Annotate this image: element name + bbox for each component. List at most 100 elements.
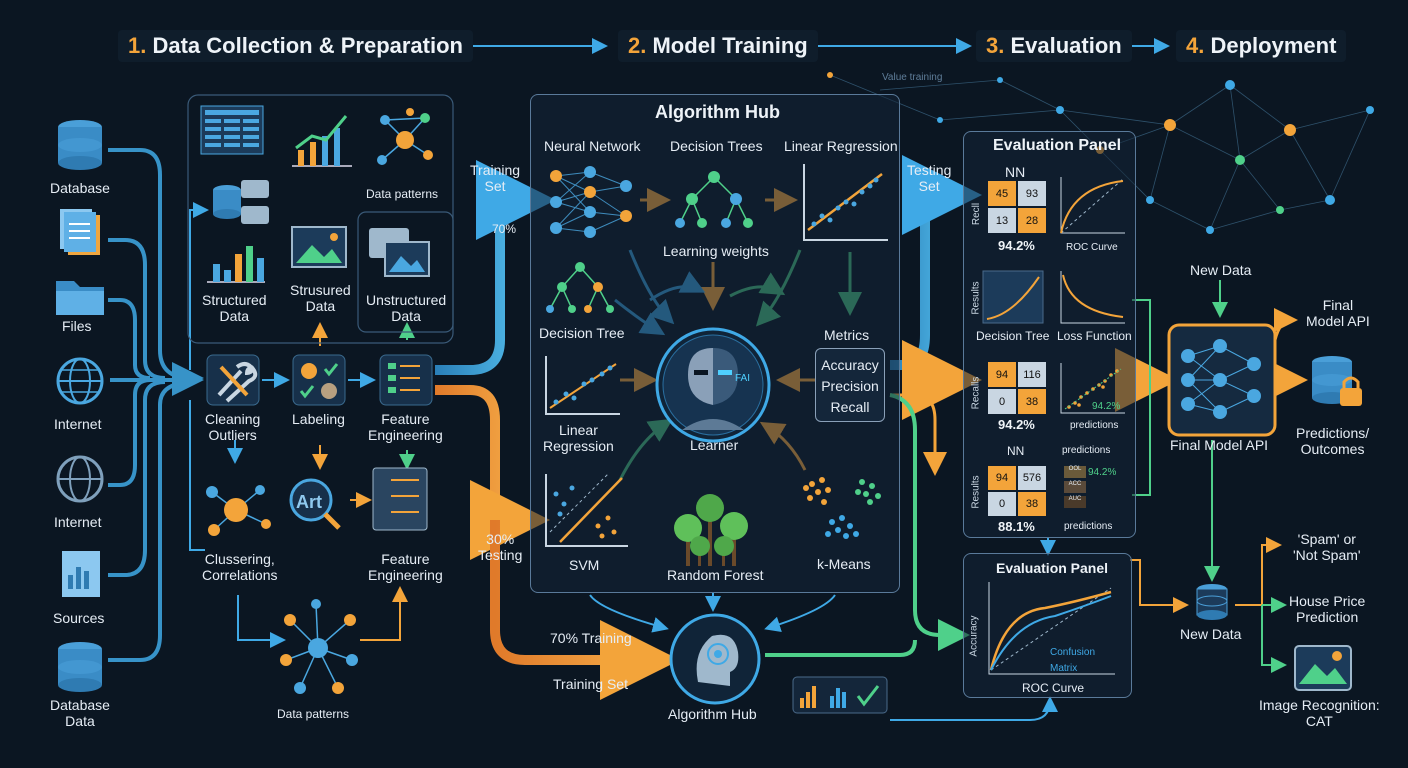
random-forest-icon — [674, 494, 748, 566]
stage-label: Model Training — [652, 33, 808, 58]
stage-number: 4. — [1186, 33, 1205, 58]
matrix-cell: 38 — [1018, 389, 1046, 414]
stage-1-header: 1. Data Collection & Preparation — [118, 30, 473, 62]
linear-regression-top-label: Linear Regression — [784, 138, 898, 154]
decision-trees-label: Decision Trees — [670, 138, 763, 154]
decision-tree-label: Decision Tree — [539, 325, 625, 341]
check-icon — [856, 685, 880, 707]
mini-metric: OOL — [1064, 466, 1086, 478]
metrics-box: Accuracy Precision Recall — [815, 348, 885, 422]
roc-curve-2-label: ROC Curve — [1022, 681, 1085, 695]
stage-label: Deployment — [1210, 33, 1337, 58]
stage-number: 2. — [628, 33, 647, 58]
new-data-bottom-label: New Data — [1180, 626, 1242, 642]
final-model-api-label: Final Model API — [1170, 437, 1269, 453]
learning-weights-label: Learning weights — [663, 243, 769, 259]
clustering-label: Clussering, Correlations — [202, 551, 278, 583]
loss-function-label: Loss Function — [1057, 329, 1132, 343]
linear-regression-label: Linear Regression — [543, 422, 614, 454]
database-chat-icon — [213, 180, 269, 224]
predictions-label-3: predictions — [1064, 521, 1113, 532]
magnifier-art-icon — [289, 478, 341, 530]
svm-icon — [545, 473, 628, 547]
linear-regression-top-icon — [803, 164, 888, 241]
image-recognition-icon — [1294, 645, 1352, 691]
final-model-api-icon — [1167, 323, 1277, 437]
folder-icon — [56, 281, 104, 315]
stage-number: 1. — [128, 33, 147, 58]
table-icon — [200, 105, 264, 155]
house-price-label: House Price Prediction — [1289, 593, 1366, 625]
feature-doc-icon — [372, 467, 428, 531]
matrix-cell: 45 — [988, 181, 1016, 206]
recall-label: Recall — [830, 399, 870, 415]
confusion-matrix-2: 94 116 0 38 — [988, 362, 1046, 414]
sources-icons — [56, 120, 104, 692]
final-model-api-right-label: Final Model API — [1306, 297, 1370, 329]
matrix-cell: 28 — [1018, 208, 1046, 233]
art-label: Art — [296, 492, 322, 512]
globe-icon — [56, 455, 104, 503]
svm-label: SVM — [569, 557, 600, 573]
files-icon — [60, 209, 100, 255]
mini-metric-bars: OOL ACC AUC — [1064, 466, 1088, 508]
stage-3-header: 3. Evaluation — [976, 30, 1132, 62]
data-patterns-icon — [377, 108, 433, 165]
stage-label: Data Collection & Preparation — [152, 33, 463, 58]
feature-engineering-2-label: Feature Engineering — [368, 551, 443, 583]
network-mesh — [829, 74, 1371, 231]
training-set-bottom-label: Training Set — [553, 676, 628, 692]
accuracy-pct-2: 94.2% — [998, 417, 1035, 432]
results-curve-plot — [982, 270, 1044, 324]
stage-number: 3. — [986, 33, 1005, 58]
source-label-files: Files — [62, 318, 92, 334]
decision-tree-icon — [546, 262, 614, 313]
confusion-matrix-label: Confusion Matrix — [1050, 647, 1096, 674]
globe-icon — [56, 357, 104, 405]
unstructured-data-label: Unstructured Data — [366, 292, 447, 324]
mini-chart-icons — [792, 676, 888, 714]
database-lock-icon — [1312, 356, 1362, 406]
database-icon — [58, 642, 102, 692]
mini-bar-icon-2 — [830, 688, 846, 708]
kmeans-icon — [803, 477, 881, 539]
training-set-label: Training Set — [470, 162, 521, 194]
accuracy-pct-1: 94.2% — [998, 238, 1035, 253]
roc-curve-plot — [1060, 177, 1125, 234]
algorithm-hub-head-icon — [669, 613, 761, 705]
source-label-database: Database — [50, 180, 110, 196]
labeling-label: Labeling — [292, 411, 345, 427]
nn-label: NN — [1005, 164, 1026, 180]
bar-chart-icon — [207, 246, 265, 283]
evaluation-panel-2-title: Evaluation Panel — [996, 560, 1109, 576]
mini-bar-icon — [800, 686, 816, 708]
database-icon — [58, 120, 102, 170]
neural-network-icon — [550, 166, 632, 238]
roc-curve-2-plot — [988, 582, 1115, 675]
decision-trees-icon — [675, 171, 753, 228]
image-icon — [291, 226, 347, 268]
value-training-label: Value training — [882, 72, 943, 83]
mini-metric: AUC — [1064, 496, 1086, 508]
predictions-scatter-plot — [1060, 363, 1125, 414]
prep-icons — [200, 105, 433, 694]
documents-image-icon — [369, 228, 430, 277]
predictions-outcomes-label: Predictions/ Outcomes — [1296, 425, 1370, 457]
stage-4-header: 4. Deployment — [1176, 30, 1347, 62]
new-data-top-label: New Data — [1190, 262, 1252, 278]
learner-robot-icon — [655, 327, 771, 443]
structured-data-label: Structured Data — [202, 292, 267, 324]
hub-icons — [545, 164, 888, 566]
neural-network-label: Neural Network — [544, 138, 641, 154]
accuracy-pct-3: 88.1% — [998, 519, 1035, 534]
testing-30-label: 30% Testing — [478, 531, 523, 563]
matrix-cell: 576 — [1018, 466, 1046, 490]
predictions-label-2: predictions — [1062, 445, 1111, 456]
kmeans-label: k-Means — [817, 556, 871, 572]
matrix-cell: 13 — [988, 208, 1016, 233]
matrix-cell: 116 — [1018, 362, 1046, 387]
strusured-data-label: Strusured Data — [290, 282, 351, 314]
source-label-internet: Internet — [54, 416, 102, 432]
loss-function-plot — [1060, 271, 1125, 324]
confusion-matrix-3: 94 576 0 38 — [988, 466, 1046, 516]
